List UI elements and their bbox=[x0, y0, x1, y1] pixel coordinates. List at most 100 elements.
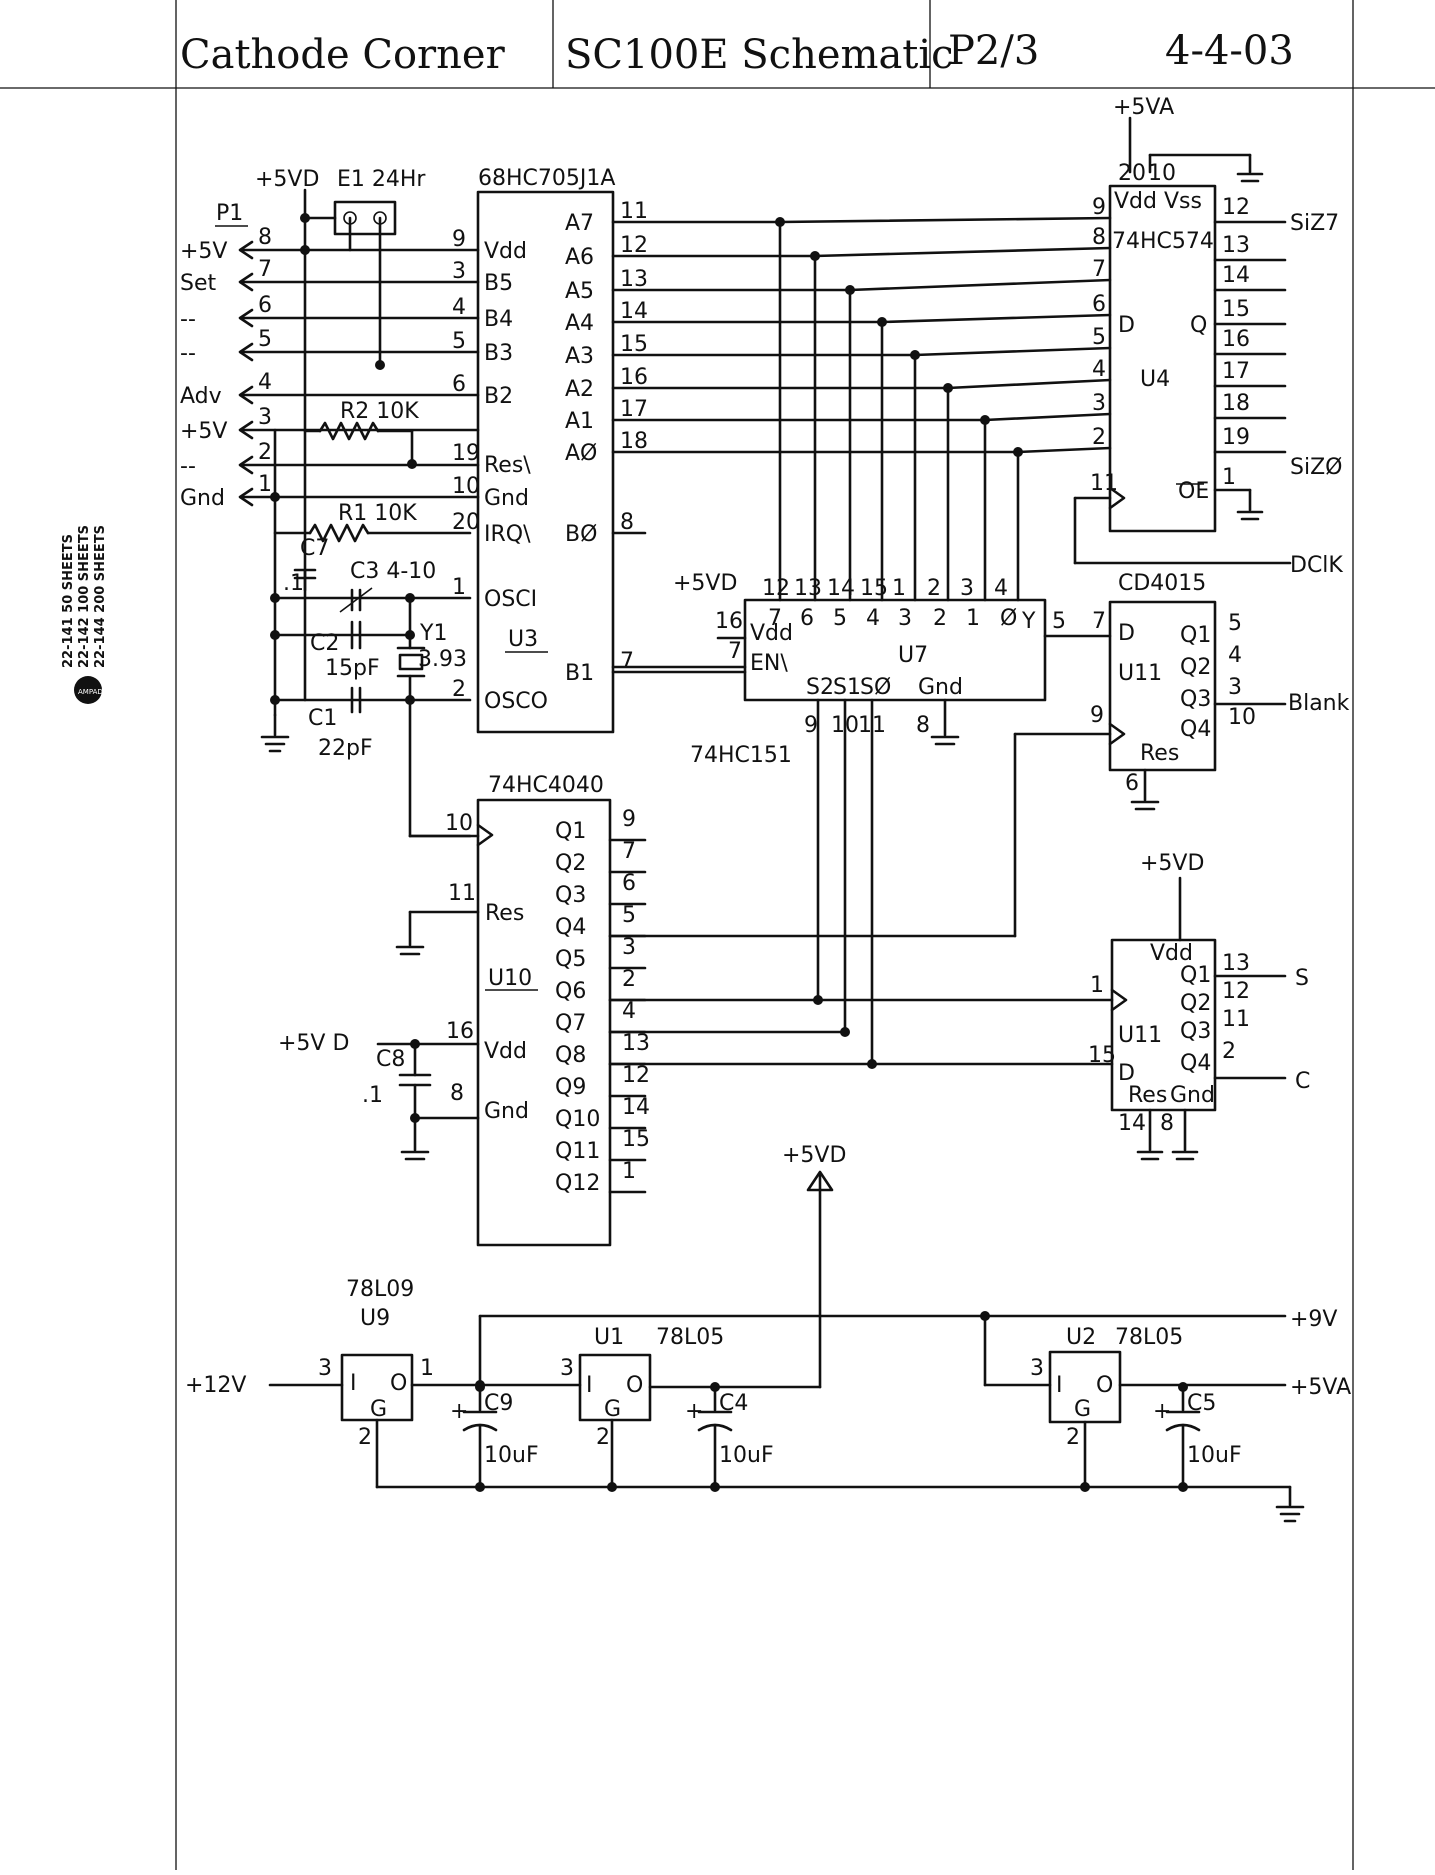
out-5vd: +5VD bbox=[782, 1143, 846, 1168]
u10-output-name: Q12 bbox=[555, 1171, 600, 1196]
u4-pin-number: 15 bbox=[1222, 297, 1250, 322]
connector-pin-number: 3 bbox=[258, 405, 272, 430]
u3-ref: U3 bbox=[508, 627, 538, 652]
c8-supply: +5V D bbox=[278, 1031, 349, 1056]
connector-pin-label: -- bbox=[180, 341, 196, 366]
junction-dot bbox=[840, 1027, 850, 1037]
r2-label: R2 10K bbox=[340, 399, 419, 424]
connector-arrow bbox=[238, 455, 254, 475]
u7-pin-number: 15 bbox=[860, 576, 888, 601]
c1-label: C1 bbox=[308, 706, 337, 731]
u3-pin-name: B4 bbox=[484, 307, 513, 332]
u9-o: O bbox=[390, 1371, 407, 1396]
u4-out-bottom: SiZØ bbox=[1290, 455, 1342, 480]
u4-pin-number: 17 bbox=[1222, 359, 1250, 384]
u10-output-pin: 2 bbox=[622, 967, 636, 992]
u7-pin-number: 2 bbox=[927, 576, 941, 601]
u10-output-name: Q3 bbox=[555, 883, 586, 908]
u10-output-pin: 4 bbox=[622, 999, 636, 1024]
u7-input-name: 4 bbox=[866, 606, 880, 631]
jumper-label: E1 24Hr bbox=[337, 167, 426, 192]
u3-pin-number: 5 bbox=[452, 329, 466, 354]
u3-pin-number: 4 bbox=[452, 295, 466, 320]
connector-pin-number: 7 bbox=[258, 257, 272, 282]
u11b-output-name: Q2 bbox=[1180, 991, 1211, 1016]
connector-arrow bbox=[238, 240, 254, 260]
u3-pin-name: OSCO bbox=[484, 689, 548, 714]
u10-ref: U10 bbox=[488, 966, 532, 991]
u4-pin-number: 7 bbox=[1092, 257, 1106, 282]
u11a-d-pin: 7 bbox=[1092, 609, 1106, 634]
address-line bbox=[946, 378, 1112, 390]
u3-pin-name: IRQ\ bbox=[484, 522, 531, 547]
u7-part: 74HC151 bbox=[690, 743, 792, 768]
u4-ref: U4 bbox=[1140, 367, 1170, 392]
u10-res-pin: 11 bbox=[448, 881, 476, 906]
u10-output-pin: 6 bbox=[622, 871, 636, 896]
u10-output-pin: 15 bbox=[622, 1127, 650, 1152]
u11a-output-pin: 4 bbox=[1228, 643, 1242, 668]
cap-value: 10uF bbox=[1187, 1443, 1242, 1468]
cap-value: 10uF bbox=[719, 1443, 774, 1468]
connector-pin-number: 6 bbox=[258, 293, 272, 318]
u11b-res-pin: 14 bbox=[1118, 1111, 1146, 1136]
address-bus bbox=[611, 216, 1112, 602]
junction-dot bbox=[980, 415, 990, 425]
u3-pin-name: A3 bbox=[565, 344, 594, 369]
u4-pin-number: 12 bbox=[1222, 195, 1250, 220]
u3-pin-number: 1 bbox=[452, 575, 466, 600]
u3-pin-number: 19 bbox=[452, 441, 480, 466]
u7-en-pin: 7 bbox=[728, 639, 742, 664]
cap-ref: C4 bbox=[719, 1391, 748, 1416]
u4-pin-number: 16 bbox=[1222, 327, 1250, 352]
junction-dot bbox=[775, 217, 785, 227]
u3-pin-number: 8 bbox=[620, 510, 634, 535]
address-line bbox=[913, 346, 1112, 357]
margin-line-2: 22-142 100 SHEETS bbox=[77, 525, 92, 668]
u7-input-name: Ø bbox=[1000, 606, 1017, 631]
u10-output-pin: 5 bbox=[622, 903, 636, 928]
u10-output-pin: 12 bbox=[622, 1063, 650, 1088]
u2-part: 78L05 bbox=[1115, 1325, 1183, 1350]
u1-i: I bbox=[586, 1373, 593, 1398]
u4-pin-number: 6 bbox=[1092, 292, 1106, 317]
u7-pin-number: 4 bbox=[994, 576, 1008, 601]
u3-pin-name: A5 bbox=[565, 279, 594, 304]
address-line bbox=[880, 313, 1112, 324]
u4-supply: +5VA bbox=[1113, 95, 1174, 120]
margin-label-graphic: 22-141 50 SHEETS 22-142 100 SHEETS 22-14… bbox=[61, 525, 108, 704]
u11a-output-pin: 10 bbox=[1228, 705, 1256, 730]
u10-gnd: Gnd bbox=[484, 1099, 529, 1124]
u4-pin-number: 9 bbox=[1092, 195, 1106, 220]
u11b-output-name: Q4 bbox=[1180, 1051, 1211, 1076]
c7-value: .1 bbox=[283, 571, 304, 596]
connector-arrow bbox=[238, 308, 254, 328]
u3-pin-name: B3 bbox=[484, 341, 513, 366]
u7-ref: U7 bbox=[898, 643, 928, 668]
u3-pin-number: 6 bbox=[452, 372, 466, 397]
connector-pin-label: +5V bbox=[180, 239, 227, 264]
connector-pin-number: 4 bbox=[258, 370, 272, 395]
u10-part: 74HC4040 bbox=[488, 773, 604, 798]
u11b-ref: U11 bbox=[1118, 1023, 1162, 1048]
u11a-d: D bbox=[1118, 621, 1135, 646]
u11a-res: Res bbox=[1140, 741, 1179, 766]
u7-pin-number: 14 bbox=[827, 576, 855, 601]
u7-input-name: 6 bbox=[800, 606, 814, 631]
u10-output-pin: 13 bbox=[622, 1031, 650, 1056]
u3-pin-name: B2 bbox=[484, 384, 513, 409]
u3-pin-number: 17 bbox=[620, 397, 648, 422]
u10-output-name: Q5 bbox=[555, 947, 586, 972]
c8-value: .1 bbox=[362, 1083, 383, 1108]
u2-pin-in: 3 bbox=[1030, 1356, 1044, 1381]
u4-pin-number: 14 bbox=[1222, 263, 1250, 288]
u4-part: 74HC574 bbox=[1112, 229, 1214, 254]
u4-pin-number: 2 bbox=[1092, 425, 1106, 450]
